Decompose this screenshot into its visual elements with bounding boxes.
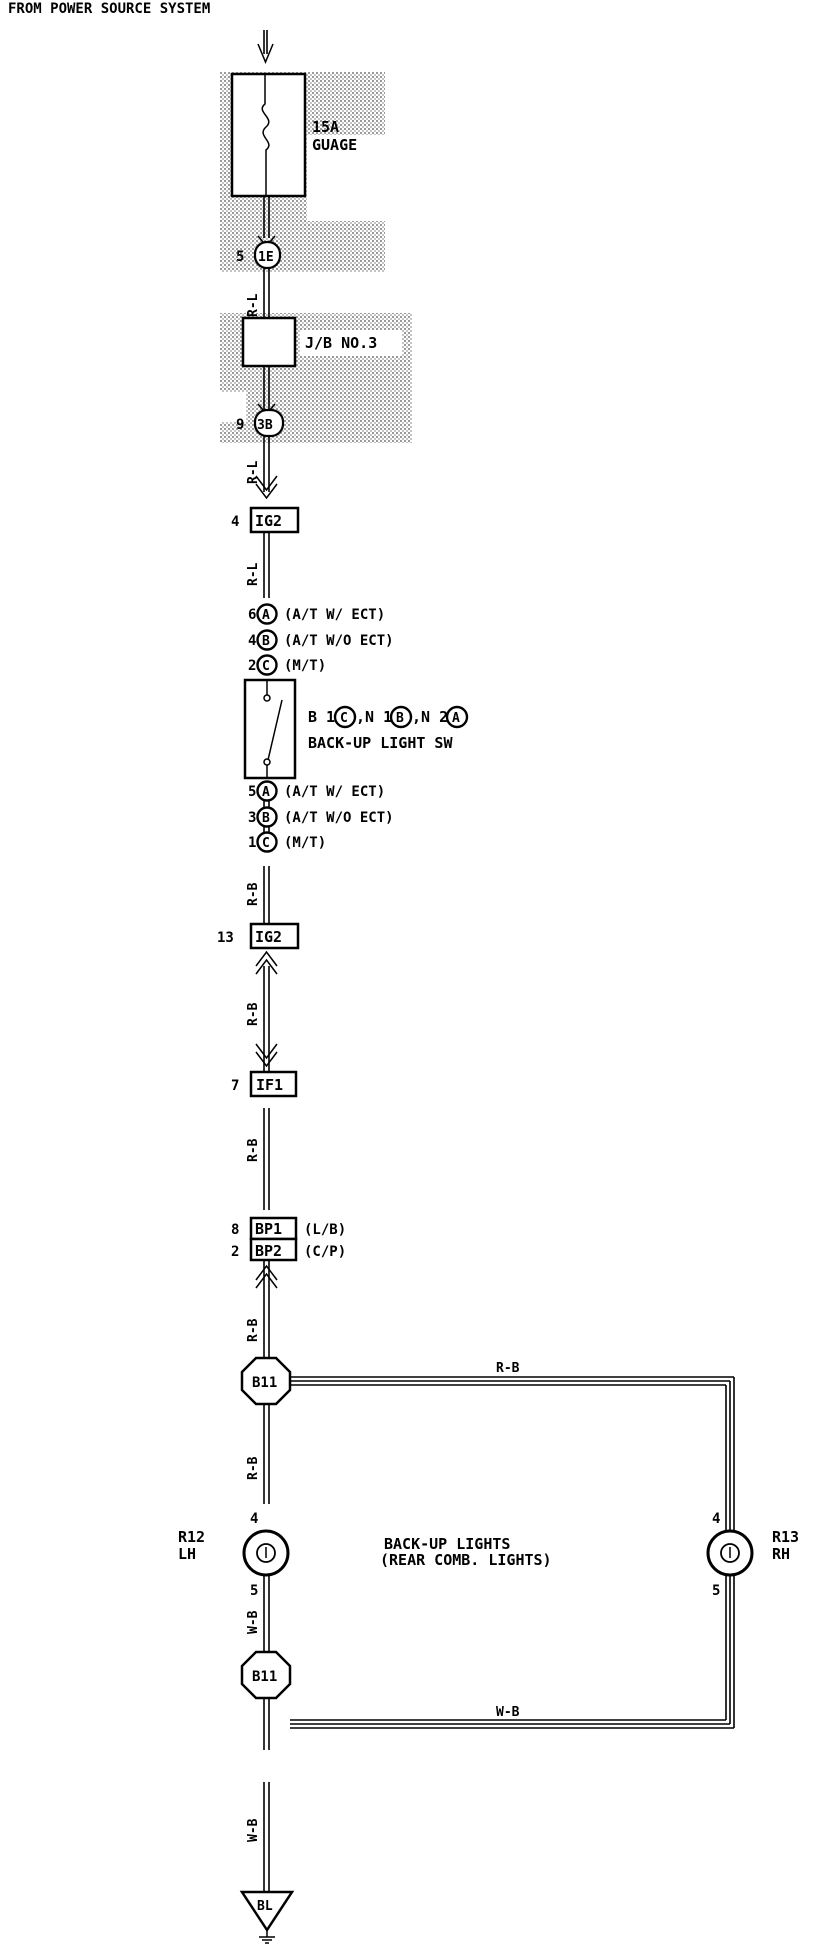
chevron-down-icon <box>255 1043 278 1068</box>
splice-b11-top-id: B11 <box>252 1375 277 1391</box>
ground-id: BL <box>257 1899 273 1914</box>
switch-code: B 1 C ,N 1 B ,N 2 A <box>308 705 469 729</box>
switch-pin-note: (A/T W/O ECT) <box>284 633 394 649</box>
fuse-name: GUAGE <box>312 136 357 154</box>
junction-block-label: J/B NO.3 <box>305 334 377 352</box>
light-left-pin-top: 4 <box>250 1511 258 1527</box>
connector-bp1-id: BP1 <box>255 1220 282 1238</box>
light-left-id: R12 <box>178 1528 205 1546</box>
connector-1e-id: 1E <box>258 250 274 265</box>
splice-b11-bottom: B11 <box>240 1650 292 1700</box>
wire-color-label: W-B <box>246 1818 261 1842</box>
wire-color-label: W-B <box>496 1705 520 1720</box>
right-loop-bottom-wire <box>290 1719 734 1729</box>
connector-bp1-note: (L/B) <box>304 1222 346 1238</box>
switch-code-prefix: B 1 <box>308 708 335 726</box>
connector-3b-id: 3B <box>257 418 273 433</box>
wire-color-label: R-L <box>246 293 261 317</box>
connector-ig2-top: 4 IG2 <box>231 506 300 534</box>
wire-color-label: R-L <box>246 562 261 586</box>
switch-pin-letter: B <box>262 811 270 826</box>
switch-pin-number: 2 <box>248 658 256 674</box>
wire-color-label: R-B <box>246 1002 261 1026</box>
chevron-up-icon <box>255 1264 278 1289</box>
fuse-icon <box>261 74 270 196</box>
lights-subtitle: (REAR COMB. LIGHTS) <box>380 1551 552 1569</box>
connector-ig2-bottom-id: IG2 <box>255 928 282 946</box>
switch-pin-number: 6 <box>248 607 256 623</box>
right-loop-top-wire <box>290 1376 735 1530</box>
connector-ig2-top-id: IG2 <box>255 512 282 530</box>
connector-3b-pin: 9 <box>236 417 244 433</box>
connector-1e: 5 1E <box>236 235 282 270</box>
switch-pin-letter: C <box>262 659 270 674</box>
wire-color-label: R-B <box>246 882 261 906</box>
backup-light-right: 4 5 R13 RH <box>706 1511 799 1728</box>
switch-pin-letter: B <box>262 634 270 649</box>
fuse-box <box>230 72 307 198</box>
connector-1e-pin: 5 <box>236 249 244 265</box>
junction-block-box <box>241 316 297 368</box>
switch-pin-letter: A <box>262 608 270 623</box>
switch-pin-number: 5 <box>248 784 256 800</box>
switch-pin-letter: C <box>262 836 270 851</box>
switch-pin-note: (A/T W/ ECT) <box>284 607 385 623</box>
switch-name: BACK-UP LIGHT SW <box>308 734 453 752</box>
backup-light-left: 4 5 R12 LH <box>178 1511 290 1599</box>
switch-code-letter: A <box>452 711 460 726</box>
light-left-pin-bottom: 5 <box>250 1583 258 1599</box>
chevron-down-icon <box>255 475 278 500</box>
light-left-side: LH <box>178 1545 196 1563</box>
connector-if1-pin: 7 <box>231 1078 239 1094</box>
switch-top-pins: 6 A (A/T W/ ECT) 4 B (A/T W/O ECT) 2 C (… <box>248 603 394 676</box>
switch-code-prefix: ,N 1 <box>356 708 392 726</box>
chevron-up-icon <box>255 950 278 975</box>
connector-ig2-top-pin: 4 <box>231 514 239 530</box>
switch-code-prefix: ,N 2 <box>412 708 448 726</box>
light-right-pin-bottom: 5 <box>712 1583 720 1599</box>
backup-light-switch <box>243 678 297 780</box>
switch-code-letter: B <box>396 711 404 726</box>
switch-pin-number: 3 <box>248 810 256 826</box>
wire-color-label: R-B <box>496 1361 520 1376</box>
switch-code-letter: C <box>340 711 348 726</box>
power-source-label: FROM POWER SOURCE SYSTEM <box>8 1 210 17</box>
light-right-pin-top: 4 <box>712 1511 720 1527</box>
switch-bottom-pins: 5 A (A/T W/ ECT) 3 B (A/T W/O ECT) 1 C (… <box>248 780 394 853</box>
connector-ig2-bottom: 13 IG2 <box>217 922 300 950</box>
connector-bp2-note: (C/P) <box>304 1244 346 1260</box>
splice-b11-top: B11 <box>240 1356 292 1406</box>
switch-pin-note: (M/T) <box>284 835 326 851</box>
connector-bp2-pin: 2 <box>231 1244 239 1260</box>
switch-pin-note: (M/T) <box>284 658 326 674</box>
connector-ig2-bottom-pin: 13 <box>217 930 234 946</box>
wire-color-label: R-B <box>246 1138 261 1162</box>
switch-pin-number: 1 <box>248 835 256 851</box>
light-right-id: R13 <box>772 1528 799 1546</box>
connector-bp1-pin: 8 <box>231 1222 239 1238</box>
lights-title: BACK-UP LIGHTS <box>384 1535 510 1553</box>
light-right-side: RH <box>772 1545 790 1563</box>
junction-block-region <box>220 313 412 443</box>
connector-3b: 9 3B <box>236 403 285 438</box>
switch-pin-number: 4 <box>248 633 256 649</box>
switch-pin-note: (A/T W/O ECT) <box>284 810 394 826</box>
connector-bp2-id: BP2 <box>255 1242 282 1260</box>
connector-if1: 7 IF1 <box>231 1070 298 1098</box>
wire-color-label: R-B <box>246 1318 261 1342</box>
fuse-rating: 15A <box>312 118 339 136</box>
switch-pin-letter: A <box>262 785 270 800</box>
wire-color-label: W-B <box>246 1610 261 1634</box>
connector-if1-id: IF1 <box>256 1076 283 1094</box>
splice-b11-bottom-id: B11 <box>252 1669 277 1685</box>
ground-icon: BL <box>239 1890 295 1944</box>
switch-pin-note: (A/T W/ ECT) <box>284 784 385 800</box>
connector-bp1: 8 BP1 (L/B) <box>231 1216 346 1241</box>
wire-color-label: R-B <box>246 1456 261 1480</box>
connector-bp2: 2 BP2 (C/P) <box>231 1237 346 1262</box>
source-arrow-icon <box>257 43 274 64</box>
